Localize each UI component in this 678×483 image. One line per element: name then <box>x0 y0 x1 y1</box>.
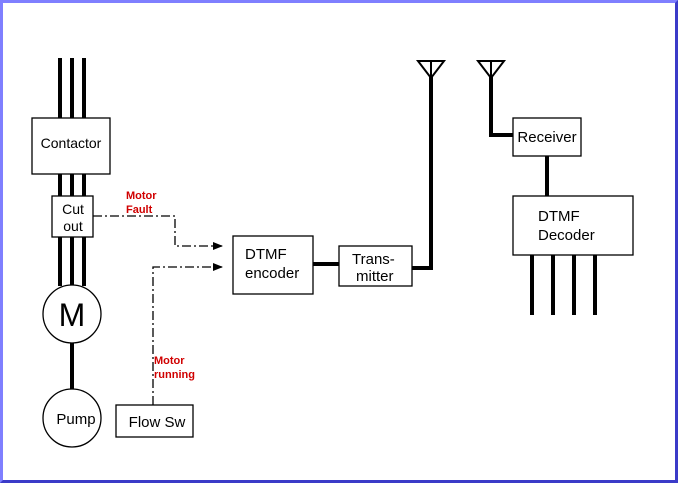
cutout-motor-lines <box>58 237 86 286</box>
flow-switch-label: Flow Sw <box>129 414 186 431</box>
transmit-antenna-icon <box>415 60 447 80</box>
dtmf-decoder-label-line2: Decoder <box>538 227 595 244</box>
dtmf-encoder-label-line2: encoder <box>245 265 299 282</box>
cutout-label-line2: out <box>63 218 83 234</box>
transmitter-label-line1: Trans- <box>352 251 395 268</box>
contactor-box <box>31 117 111 175</box>
dtmf-decoder-label-line1: DTMF <box>538 208 580 225</box>
receive-antenna-icon <box>475 60 507 80</box>
transmitter-antenna-feed <box>412 76 433 270</box>
receiver-label: Receiver <box>517 129 576 146</box>
dtmf-encoder-box <box>232 235 314 295</box>
motor-running-label-line2: running <box>154 369 195 381</box>
transmitter-label-line2: mitter <box>356 268 394 285</box>
dtmf-encoder-label-line1: DTMF <box>245 246 287 263</box>
motor-fault-label-line2: Fault <box>126 204 153 216</box>
motor-fault-label-line1: Motor <box>126 190 157 202</box>
pump-label: Pump <box>56 411 95 428</box>
pump-circle <box>42 388 102 448</box>
motor-label: M <box>59 297 86 333</box>
receiver-box <box>512 117 582 157</box>
supply-lines <box>58 58 86 118</box>
decoder-output-lines <box>530 255 597 315</box>
flow-switch-box <box>115 404 194 438</box>
contactor-label: Contactor <box>41 135 102 151</box>
dtmf-decoder-box <box>512 195 634 256</box>
antenna-receiver-feed <box>489 76 513 137</box>
motor-running-label-line1: Motor <box>154 355 185 367</box>
motor-running-signal-line <box>152 263 223 405</box>
transmitter-box <box>338 245 413 287</box>
motor-fault-signal-line <box>93 215 223 250</box>
contactor-cutout-lines <box>58 174 86 196</box>
cutout-label-line1: Cut <box>62 201 84 217</box>
